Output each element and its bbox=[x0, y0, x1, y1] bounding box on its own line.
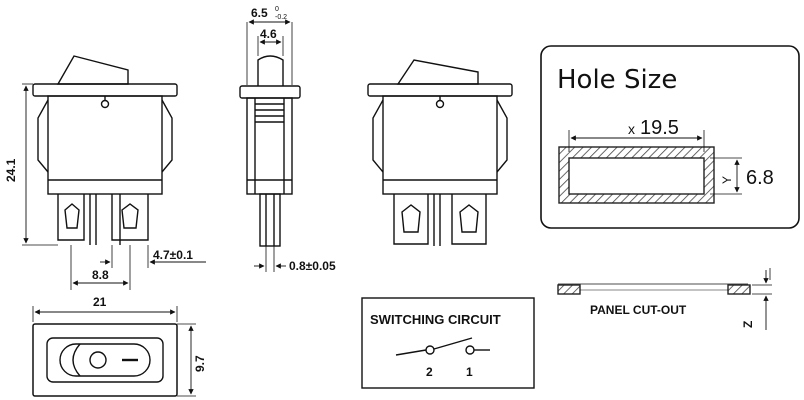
front-view bbox=[22, 55, 206, 290]
side-width-label: 6.5 bbox=[251, 6, 268, 20]
terminal-dim-label: 4.7±0.1 bbox=[153, 248, 193, 262]
rear-view bbox=[367, 59, 513, 246]
bottom-view bbox=[32, 306, 196, 397]
hole-x-label: x bbox=[628, 121, 635, 137]
panel-cutout-label: PANEL CUT-OUT bbox=[590, 303, 687, 317]
bottom-height-label: 9.7 bbox=[193, 355, 207, 372]
hole-size-title: Hole Size bbox=[557, 65, 677, 95]
hole-x-value: 19.5 bbox=[640, 117, 679, 139]
switching-circuit-box bbox=[361, 297, 535, 389]
side-thickness-label: 0.8±0.05 bbox=[289, 259, 336, 273]
circuit-title: SWITCHING CIRCUIT bbox=[370, 312, 501, 327]
height-dim-label: 24.1 bbox=[4, 158, 18, 182]
bottom-width-label: 21 bbox=[93, 295, 107, 309]
circuit-pin-1: 1 bbox=[466, 365, 473, 379]
panel-cutout-section bbox=[557, 268, 772, 330]
side-view bbox=[239, 19, 301, 272]
side-tol-upper: 0 bbox=[275, 6, 279, 13]
side-tol-lower: -0.2 bbox=[275, 14, 287, 21]
hole-size-panel bbox=[540, 45, 800, 229]
side-inner-width-label: 4.6 bbox=[260, 27, 277, 41]
hole-y-label: Y bbox=[720, 176, 734, 184]
circuit-pin-2: 2 bbox=[426, 365, 433, 379]
panel-z-label: Z bbox=[741, 321, 755, 328]
hole-y-value: 6.8 bbox=[746, 167, 774, 189]
pitch-dim-label: 8.8 bbox=[92, 268, 109, 282]
